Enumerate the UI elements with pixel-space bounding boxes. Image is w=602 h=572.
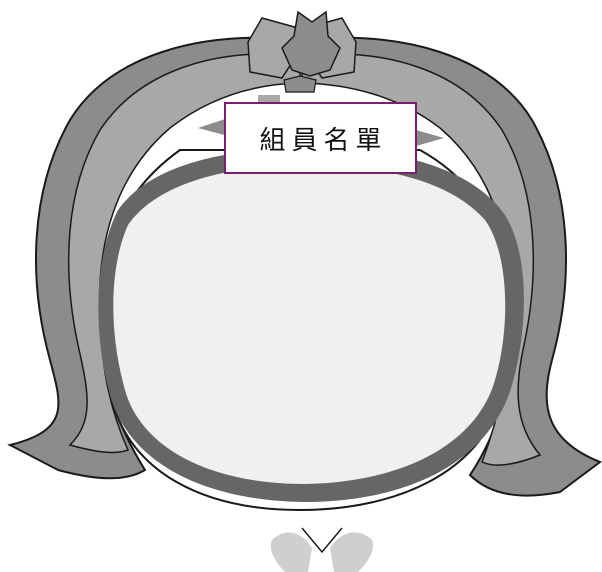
content-panel	[98, 148, 524, 502]
right-tab	[416, 130, 444, 146]
top-tab	[258, 95, 280, 103]
title-label: 組員名單	[224, 102, 417, 174]
left-tab	[198, 118, 228, 136]
bow-icon	[247, 10, 357, 93]
heart-bow-icon	[270, 527, 374, 572]
decorative-ribbon-frame-icon	[7, 36, 602, 497]
page-title: 組員名單	[259, 125, 388, 156]
